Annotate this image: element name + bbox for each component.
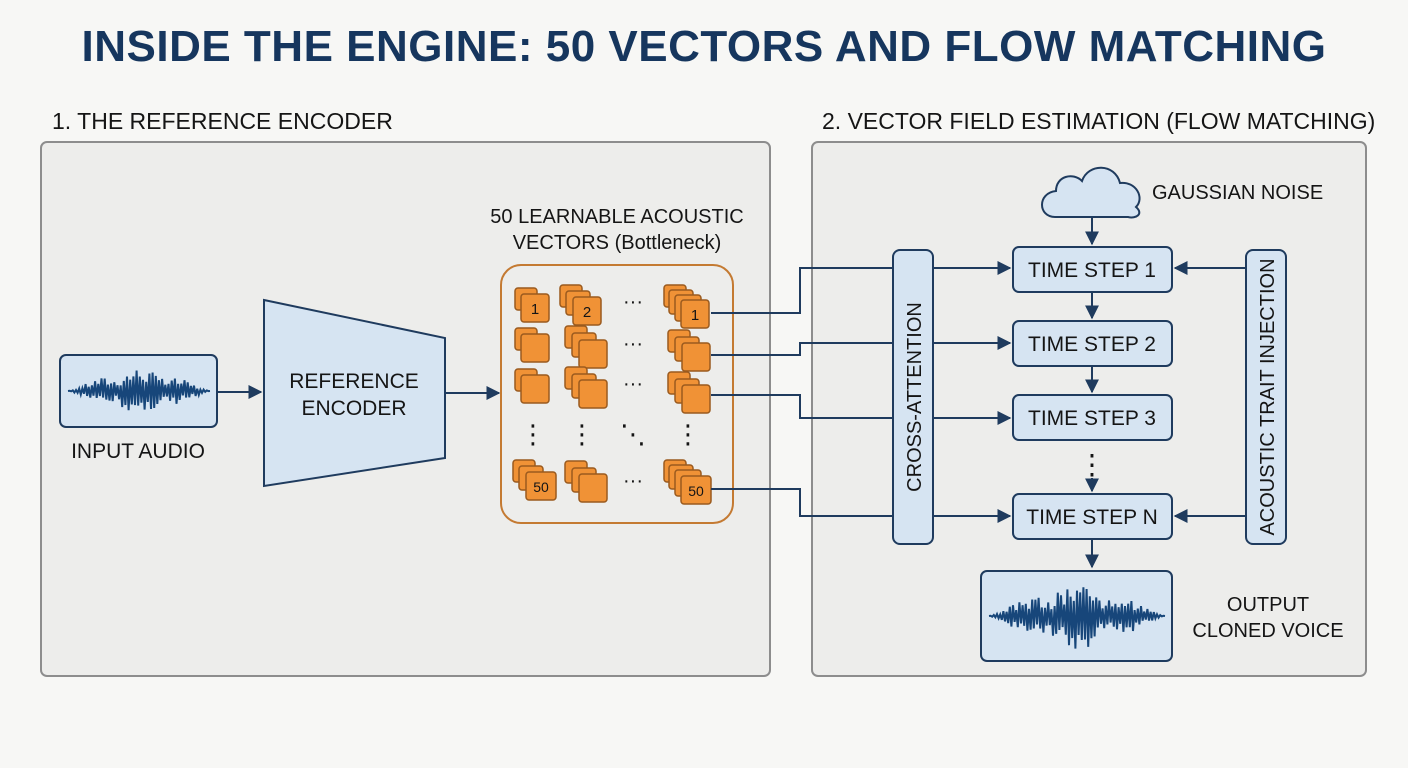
time-step-label-2: TIME STEP 2 — [1028, 333, 1156, 356]
vector-stack — [667, 371, 711, 414]
ellipsis-horizontal: ··· — [623, 333, 643, 355]
ellipsis-vertical: ⋮ — [569, 419, 595, 449]
vector-label: 50 — [688, 483, 704, 499]
connector-vector-2 — [711, 342, 893, 356]
vector-stack — [514, 287, 550, 323]
time-step-label-1: TIME STEP 1 — [1028, 259, 1156, 282]
time-step-label-3: TIME STEP 3 — [1028, 407, 1156, 430]
reference-encoder-block — [263, 298, 446, 488]
ellipsis-vertical: ⋮ — [520, 419, 546, 449]
bottleneck-label-line1: 50 LEARNABLE ACOUSTIC — [490, 206, 743, 228]
time-step-box-3 — [1012, 394, 1173, 441]
acoustic-trait-injection-label: ACOUSTIC TRAIT INJECTION — [1257, 258, 1279, 535]
connector-vector-3 — [711, 394, 893, 419]
vector-stack — [564, 366, 608, 409]
cross-attention-label: CROSS-ATTENTION — [904, 302, 926, 492]
vector-stack — [667, 329, 711, 372]
output-label-line1: OUTPUT — [1227, 594, 1309, 616]
ellipsis-horizontal: ··· — [623, 291, 643, 313]
vector-stack — [564, 460, 608, 503]
encoder-label-line2: ENCODER — [301, 397, 406, 420]
vector-label: 2 — [583, 304, 591, 321]
input-waveform-icon — [67, 370, 211, 411]
time-step-ellipsis: ⋮ — [1078, 449, 1106, 480]
output-waveform-icon — [988, 587, 1166, 649]
vector-label: 1 — [531, 301, 539, 318]
connector-vector-1 — [711, 267, 893, 314]
vector-stack — [514, 368, 550, 404]
input-audio-box — [59, 354, 218, 428]
input-audio-label: INPUT AUDIO — [71, 440, 205, 463]
vector-stack — [514, 327, 550, 363]
time-step-label-n: TIME STEP N — [1026, 506, 1157, 529]
vector-stack — [663, 459, 712, 505]
time-step-box-2 — [1012, 320, 1173, 367]
cross-attention-block — [892, 249, 934, 545]
vector-stack — [559, 284, 602, 326]
bottleneck-label-line2: VECTORS (Bottleneck) — [513, 232, 722, 254]
ellipsis-horizontal: ··· — [623, 373, 643, 395]
time-step-box-1 — [1012, 246, 1173, 293]
section-title-reference-encoder: 1. THE REFERENCE ENCODER — [52, 108, 393, 134]
vector-label: 1 — [691, 307, 699, 324]
page-title: INSIDE THE ENGINE: 50 VECTORS AND FLOW M… — [81, 22, 1327, 71]
ellipsis-horizontal: ··· — [623, 470, 643, 492]
time-step-box-n — [1012, 493, 1173, 540]
cloud-icon — [1041, 166, 1141, 219]
acoustic-trait-injection-block — [1245, 249, 1287, 545]
output-label-line2: CLONED VOICE — [1192, 620, 1343, 642]
section-title-flow-matching: 2. VECTOR FIELD ESTIMATION (FLOW MATCHIN… — [822, 108, 1376, 134]
encoder-label-line1: REFERENCE — [289, 370, 419, 393]
vector-label: 50 — [533, 479, 549, 495]
vector-stack — [663, 284, 710, 329]
ellipsis-vertical: ⋮ — [675, 419, 701, 449]
connector-vector-50 — [711, 488, 893, 517]
ellipsis-diagonal: ⋱ — [620, 419, 646, 449]
vector-grid: 1 2 ··· 1 ··· ··· ⋮ ⋮ ⋱ ⋮ 50 ··· 50 — [512, 284, 712, 505]
vector-stack — [564, 325, 608, 369]
output-audio-box — [980, 570, 1173, 662]
gaussian-noise-label: GAUSSIAN NOISE — [1152, 182, 1323, 204]
vector-stack — [512, 459, 557, 501]
